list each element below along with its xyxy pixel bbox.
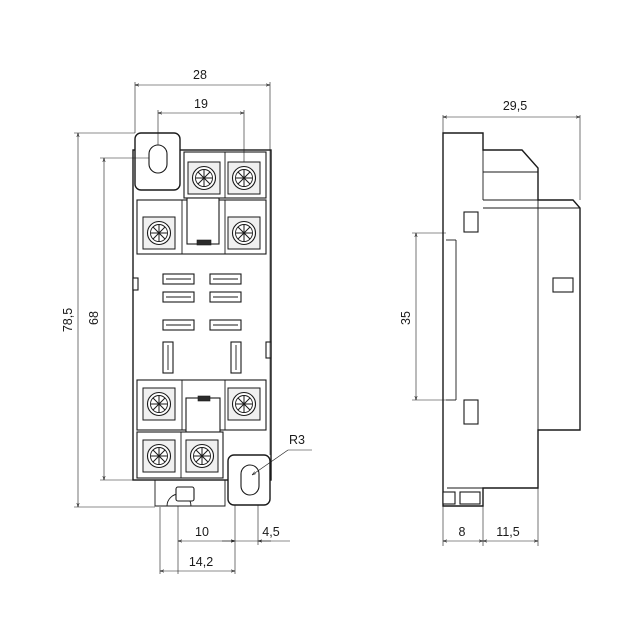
mounting-slot-bottom xyxy=(240,464,260,496)
front-view: 28 19 78,5 68 10 4,5 14,2 R3 xyxy=(61,68,312,574)
dim-label-mount-height: 68 xyxy=(87,311,101,325)
dim-label-overall-height: 78,5 xyxy=(61,308,75,332)
screw-terminal-icon xyxy=(227,387,261,421)
screw-terminal-icon xyxy=(142,439,176,473)
dim-label-side-base: 8 xyxy=(459,525,466,539)
mounting-slot-top xyxy=(148,144,168,174)
screw-terminal-icon xyxy=(187,161,221,195)
dim-label-bottom-spacing: 10 xyxy=(195,525,209,539)
screw-terminal-icon xyxy=(185,439,219,473)
din-latch xyxy=(154,480,226,507)
dim-label-offset: 4,5 xyxy=(262,525,279,539)
dim-label-pitch-width: 19 xyxy=(194,97,208,111)
screw-terminal-icon xyxy=(142,387,176,421)
screw-terminal-icon xyxy=(142,216,176,250)
dim-label-bottom-width: 14,2 xyxy=(189,555,213,569)
side-view: 29,5 35 8 11,5 xyxy=(399,99,581,546)
dim-label-side-step: 11,5 xyxy=(496,525,519,539)
dim-label-side-rail: 35 xyxy=(399,311,413,325)
dim-radius-leader xyxy=(252,449,289,475)
dim-label-side-depth: 29,5 xyxy=(503,99,527,113)
screw-terminal-icon xyxy=(227,216,261,250)
dim-label-overall-width: 28 xyxy=(193,68,207,82)
dim-label-radius: R3 xyxy=(289,433,305,447)
screw-terminal-icon xyxy=(227,161,261,195)
side-housing xyxy=(442,132,581,507)
